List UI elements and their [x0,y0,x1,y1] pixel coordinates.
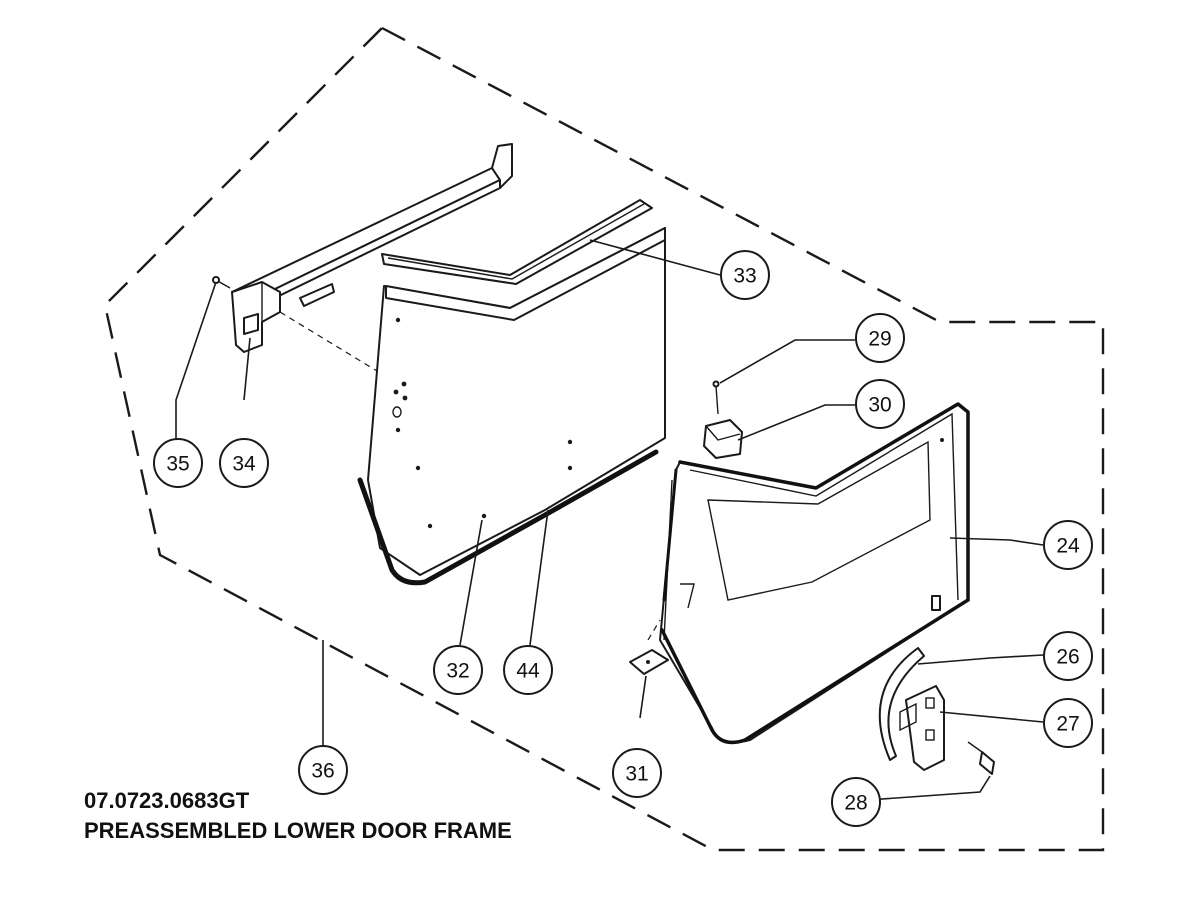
leader-lines [175,239,1044,801]
top-seal-strip [381,199,653,285]
callout-31: 31 [612,748,662,798]
callout-26: 26 [1043,631,1093,681]
bottom-seal [357,449,659,586]
callout-label: 27 [1056,713,1079,736]
callout-label: 24 [1056,535,1080,558]
rivet-29 [712,380,720,415]
part-description: PREASSEMBLED LOWER DOOR FRAME [84,818,512,843]
callout-36: 36 [298,745,348,795]
door-frame [659,402,970,745]
callout-30: 30 [855,379,905,429]
callout-29: 29 [855,313,905,363]
diagram-caption: 07.0723.0683GT PREASSEMBLED LOWER DOOR F… [84,786,512,846]
callout-32: 32 [433,645,483,695]
callout-label: 31 [625,763,648,786]
callout-28: 28 [831,777,881,827]
callout-24: 24 [1043,520,1093,570]
callout-label: 36 [311,760,334,783]
part-number: 07.0723.0683GT [84,788,250,813]
lower-door-panel [367,227,666,576]
callout-44: 44 [503,645,553,695]
callout-label: 34 [232,453,256,476]
latch-cover [878,647,925,761]
pin-28 [967,741,995,775]
alignment-line [279,311,401,386]
callout-label: 32 [446,660,469,683]
callout-label: 35 [166,453,189,476]
block-30 [703,419,743,459]
callout-27: 27 [1043,698,1093,748]
callout-label: 30 [868,394,891,417]
latch-plate [899,685,945,771]
callout-label: 28 [844,792,867,815]
callout-33: 33 [720,250,770,300]
callout-label: 33 [733,265,756,288]
plate-31 [629,619,669,675]
callout-label: 26 [1056,646,1079,669]
callout-35: 35 [153,438,203,488]
hinge-bracket [231,281,281,353]
callout-34: 34 [219,438,269,488]
header-rail [231,143,513,313]
callout-label: 29 [868,328,891,351]
callout-label: 44 [516,660,540,683]
assembly-boundary-dashed [103,26,1105,852]
